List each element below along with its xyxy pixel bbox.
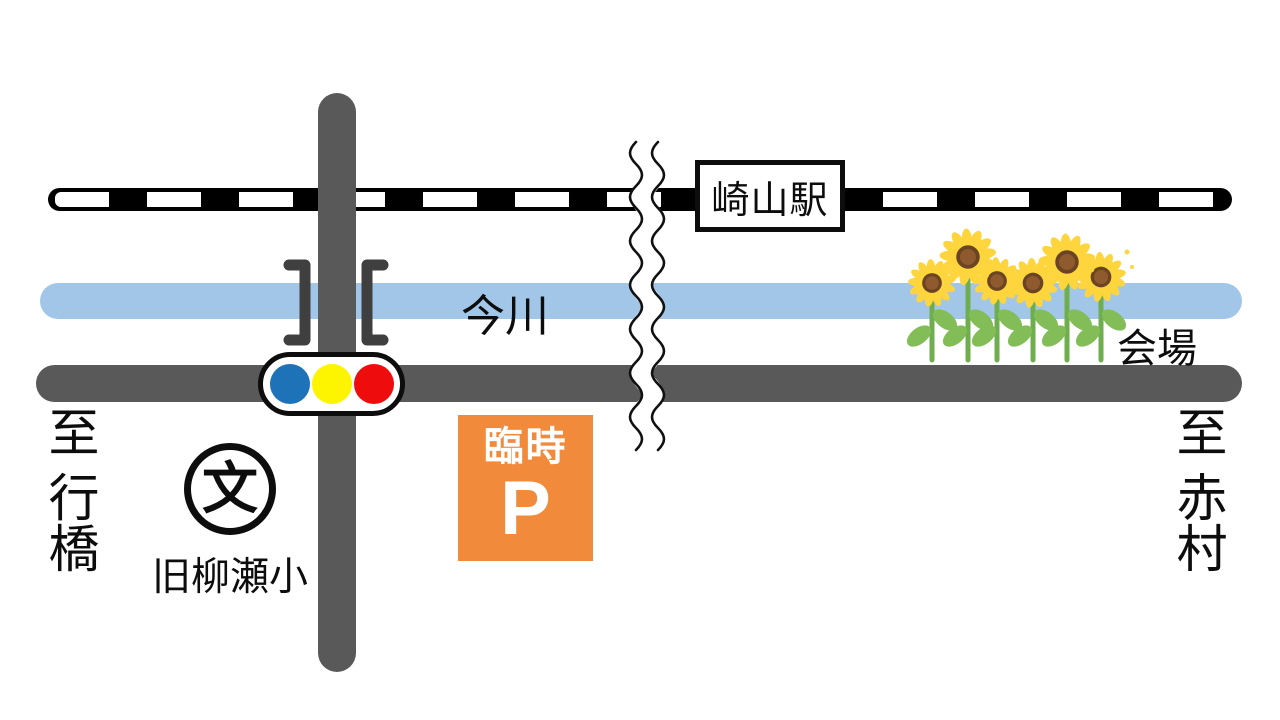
- destination-left: 至行橋: [41, 406, 98, 573]
- parking-p-letter: P: [500, 466, 551, 551]
- river-label: 今川: [461, 292, 549, 341]
- station-label: 崎山駅: [711, 179, 829, 222]
- destination-right-name: 赤村: [1169, 471, 1226, 573]
- parking-sign-text: 臨時: [483, 425, 568, 469]
- traffic-blue-lamp: [269, 364, 310, 404]
- traffic-light-icon: [258, 352, 405, 416]
- break-mark-icon: [628, 138, 666, 464]
- venue-label: 会場: [1117, 327, 1197, 371]
- sunflowers-icon: [906, 228, 1134, 363]
- spacer: [1197, 457, 1198, 471]
- destination-left-name: 行橋: [41, 471, 98, 573]
- destination-left-prefix: 至: [41, 406, 98, 457]
- spacer: [69, 457, 70, 471]
- parking-sign: 臨時 P: [458, 415, 593, 561]
- destination-right-prefix: 至: [1169, 406, 1226, 457]
- traffic-yellow-lamp: [311, 364, 352, 404]
- school-symbol: 文: [202, 457, 258, 520]
- station-label-box: 崎山駅: [695, 160, 845, 232]
- destination-right: 至赤村: [1169, 406, 1226, 573]
- traffic-red-lamp: [353, 364, 394, 404]
- school-icon: 文: [184, 443, 276, 535]
- school-name-label: 旧柳瀬小: [151, 556, 308, 599]
- bridge-icon: [283, 259, 389, 346]
